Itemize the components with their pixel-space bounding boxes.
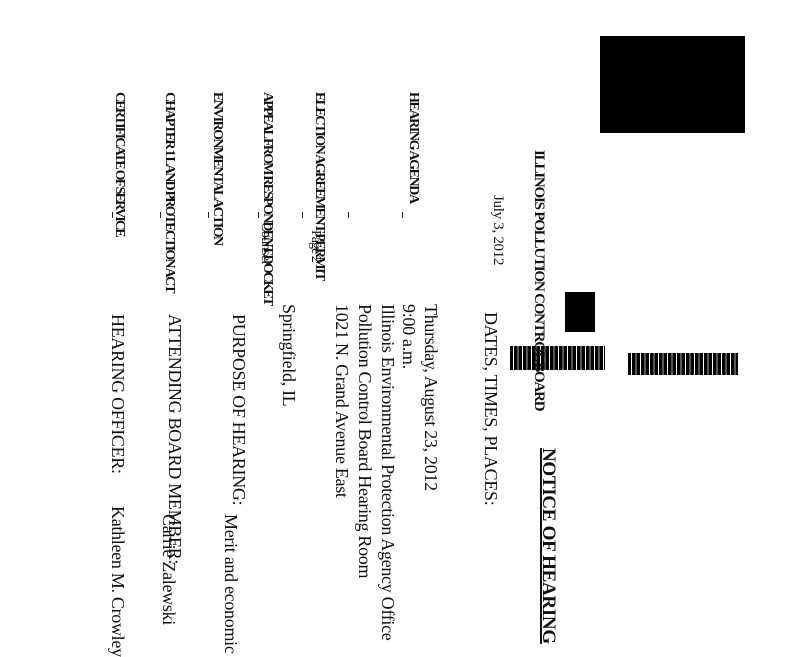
leader-mark bbox=[348, 212, 349, 218]
label-dates-times-places: DATES, TIMES, PLACES: bbox=[481, 312, 501, 506]
leader-mark bbox=[402, 212, 403, 218]
agenda-row-4: CHAPTER 1 LAND PROTECTION ACT bbox=[162, 92, 177, 292]
agenda-row-3: ENVIRONMENTAL ACTION bbox=[210, 92, 225, 245]
agenda-row-1-page: Page 2 bbox=[308, 230, 323, 262]
label-purpose-of-hearing: PURPOSE OF HEARING: bbox=[229, 314, 249, 506]
hearing-place-line2: Pollution Control Board Hearing Room bbox=[355, 304, 375, 579]
hearing-time: 9:00 a.m. bbox=[399, 304, 419, 369]
hearing-city: Springfield, IL bbox=[279, 304, 299, 407]
redaction-strip-left bbox=[510, 346, 605, 370]
purpose-value: Merit and economic bbox=[221, 514, 241, 654]
hearing-date: Thursday, August 23, 2012 bbox=[421, 304, 441, 491]
leader-mark bbox=[160, 212, 161, 218]
board-header-date: July 3, 2012 bbox=[490, 195, 506, 266]
hearing-place-line1: Illinois Environmental Protection Agency… bbox=[378, 304, 398, 641]
leader-mark bbox=[258, 212, 259, 218]
agenda-title: HEARING AGENDA bbox=[406, 92, 421, 203]
redaction-block-small bbox=[565, 292, 595, 332]
agenda-row-2-counsel: Counsel bbox=[258, 222, 273, 264]
board-member-value: Carrie Zalewski bbox=[159, 514, 179, 625]
document-title: NOTICE OF HEARING bbox=[538, 448, 559, 644]
agenda-row-2: APPEAL FROM RESPONDENT DOCKET bbox=[260, 92, 275, 305]
label-hearing-officer: HEARING OFFICER: bbox=[108, 314, 128, 474]
hearing-address: 1021 N. Grand Avenue East bbox=[332, 304, 352, 498]
leader-mark bbox=[302, 212, 303, 218]
leader-mark bbox=[112, 212, 113, 218]
hearing-officer-value: Kathleen M. Crowley bbox=[108, 506, 128, 657]
document-page: NOTICE OF HEARING DATES, TIMES, PLACES: … bbox=[108, 36, 745, 657]
redaction-block-top-right bbox=[600, 36, 745, 133]
agenda-row-5: CERTIFICATE OF SERVICE bbox=[112, 92, 127, 236]
leader-mark bbox=[208, 212, 209, 218]
board-header: ILLINOIS POLLUTION CONTROL BOARD bbox=[531, 150, 547, 411]
redaction-strip-right bbox=[628, 353, 738, 375]
